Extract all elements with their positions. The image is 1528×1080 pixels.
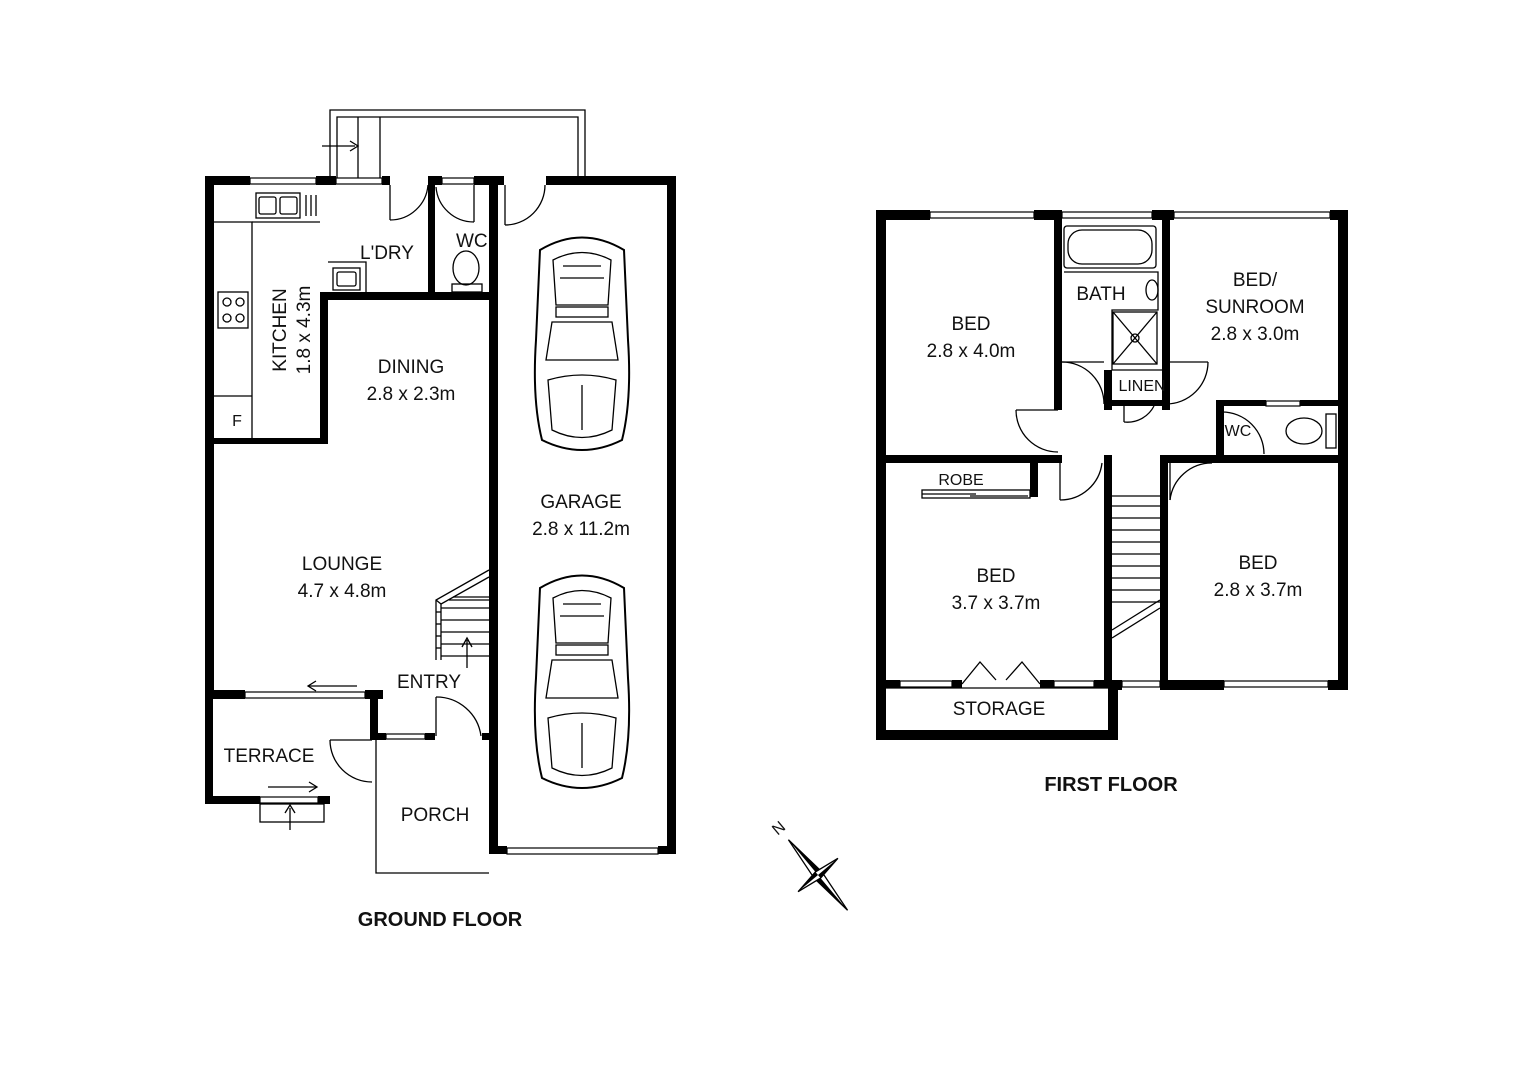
storage-doors <box>886 660 1108 689</box>
ground-doors <box>329 184 546 783</box>
robe <box>921 489 1031 499</box>
laundry-fixtures <box>328 261 367 292</box>
kitchen-fixtures: F <box>214 192 320 438</box>
sunroom-size: 2.8 x 3.0m <box>1211 324 1300 345</box>
ground-walls <box>205 176 676 854</box>
north-label: N <box>769 818 789 838</box>
rear-deck <box>322 109 586 178</box>
toilet-icon <box>451 250 483 293</box>
fridge-label: F <box>232 413 242 430</box>
lounge-size: 4.7 x 4.8m <box>298 581 387 602</box>
ground-floor: F <box>205 109 676 931</box>
bed3-label: BED <box>1238 553 1277 574</box>
ground-stairs <box>435 569 490 668</box>
car-icon <box>533 574 631 789</box>
first-floor: BED 2.8 x 4.0m BATH BED/ SUNROOM 2.8 x 3… <box>876 210 1348 796</box>
porch-label: PORCH <box>401 805 470 826</box>
bed2-size: 3.7 x 3.7m <box>952 593 1041 614</box>
first-stairs <box>1111 495 1161 639</box>
bed1-size: 2.8 x 4.0m <box>927 341 1016 362</box>
bath-label: BATH <box>1076 284 1125 305</box>
garage-size: 2.8 x 11.2m <box>532 519 630 540</box>
storage-label: STORAGE <box>953 699 1046 720</box>
first-walls <box>876 210 1348 740</box>
toilet-icon <box>1285 413 1337 449</box>
entry-label: ENTRY <box>397 672 461 693</box>
sink-icon <box>255 192 317 219</box>
bed1-label: BED <box>951 314 990 335</box>
lounge-label: LOUNGE <box>302 554 382 575</box>
ground-windows <box>244 177 659 855</box>
bath-fixtures <box>1063 225 1162 371</box>
kitchen-size: 1.8 x 4.3m <box>294 286 315 375</box>
sunroom-label-line1: BED/ <box>1233 270 1278 291</box>
cooktop-icon <box>217 291 249 329</box>
ground-floor-title: GROUND FLOOR <box>358 909 523 931</box>
car-icon <box>533 236 631 451</box>
bed2-label: BED <box>976 566 1015 587</box>
robe-label: ROBE <box>938 472 983 489</box>
linen-label: LINEN <box>1118 378 1165 395</box>
porch-outline <box>375 740 489 874</box>
bed3-size: 2.8 x 3.7m <box>1214 580 1303 601</box>
wc-label-first: WC <box>1225 423 1252 440</box>
kitchen-label-group: KITCHEN 1.8 x 4.3m <box>270 286 315 375</box>
kitchen-label: KITCHEN <box>270 288 291 371</box>
first-doors <box>1015 361 1265 501</box>
dining-label: DINING <box>378 357 445 378</box>
dining-size: 2.8 x 2.3m <box>367 384 456 405</box>
first-floor-title: FIRST FLOOR <box>1044 774 1178 796</box>
garage-label: GARAGE <box>540 492 621 513</box>
wc-label: WC <box>456 231 488 252</box>
laundry-label: L'DRY <box>360 243 414 264</box>
terrace-label: TERRACE <box>224 746 315 767</box>
terrace-step <box>259 680 357 830</box>
sunroom-label-line2: SUNROOM <box>1205 297 1304 318</box>
first-windows <box>899 211 1331 688</box>
north-arrow-icon: N <box>769 818 849 911</box>
